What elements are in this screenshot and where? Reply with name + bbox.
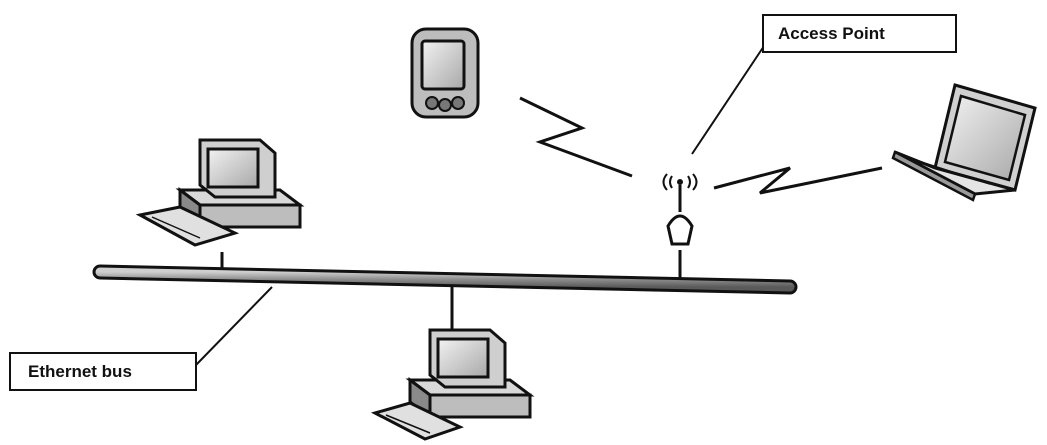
ethernet-bus-label-text: Ethernet bus	[28, 362, 132, 381]
ethernet-bus	[92, 264, 798, 295]
access-point-label-text: Access Point	[778, 24, 885, 43]
wireless-link-pda	[519, 96, 633, 178]
wireless-link-laptop	[713, 166, 883, 195]
desktop-computer-icon	[370, 328, 535, 441]
access-point-icon	[662, 173, 698, 246]
ethernet-bus-leader-line	[195, 286, 273, 366]
access-point-leader-line	[691, 39, 769, 155]
laptop-icon	[891, 83, 1037, 202]
desktop-computer-icon	[135, 138, 305, 247]
ethernet-bus-label: Ethernet bus	[9, 352, 197, 391]
pda-icon	[410, 27, 480, 119]
access-point-label: Access Point	[762, 14, 957, 53]
